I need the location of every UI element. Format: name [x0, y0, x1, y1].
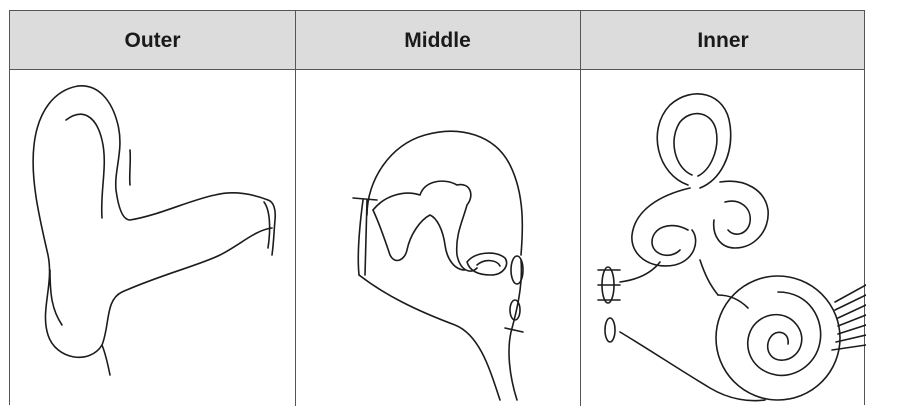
middle-ear-drawing	[295, 70, 580, 406]
header-inner: Inner	[580, 11, 866, 70]
inner-ear-drawing	[580, 70, 866, 406]
ear-parts-table: Outer Middle Inner	[9, 10, 865, 405]
outer-ear-drawing	[10, 70, 295, 406]
header-outer: Outer	[10, 11, 295, 70]
cell-inner-ear	[580, 70, 866, 406]
cell-outer-ear	[10, 70, 295, 406]
table-header-row: Outer Middle Inner	[10, 11, 864, 70]
cell-middle-ear	[295, 70, 580, 406]
header-middle: Middle	[295, 11, 580, 70]
